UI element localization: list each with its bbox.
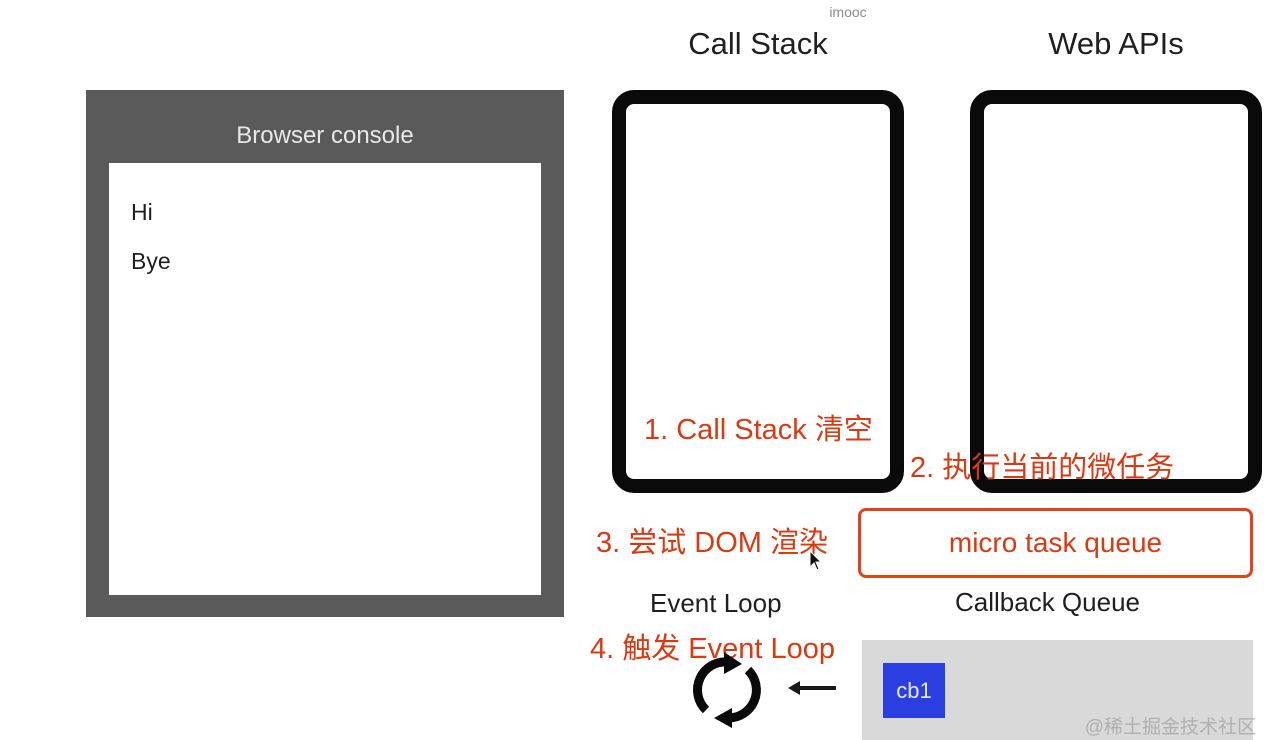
callback-queue-item: cb1 bbox=[883, 663, 945, 718]
watermark-top: imooc bbox=[829, 4, 867, 20]
console-line: Hi bbox=[131, 199, 153, 225]
step-4-text: 4. 触发 Event Loop bbox=[590, 633, 836, 665]
micro-task-queue-label: micro task queue bbox=[948, 527, 1163, 558]
browser-console-output: Hi Bye bbox=[109, 163, 541, 595]
web-apis-box bbox=[970, 90, 1262, 493]
event-loop-label: Event Loop bbox=[650, 588, 782, 618]
watermark-bottom: @稀土掘金技术社区 bbox=[1084, 717, 1256, 738]
cursor-icon bbox=[809, 550, 823, 571]
web-apis-title: Web APIs bbox=[1048, 26, 1184, 61]
call-stack-box bbox=[612, 90, 904, 493]
call-stack-title: Call Stack bbox=[688, 26, 828, 61]
arrow-left-icon bbox=[788, 681, 836, 695]
console-line: Bye bbox=[131, 248, 171, 274]
step-2-text: 2. 执行当前的微任务 bbox=[910, 452, 1175, 484]
callback-queue-label: Callback Queue bbox=[955, 587, 1140, 617]
event-loop-icon bbox=[692, 652, 761, 728]
micro-task-queue-box: micro task queue bbox=[858, 508, 1253, 578]
step-1-text: 1. Call Stack 清空 bbox=[644, 414, 873, 446]
browser-console-title: Browser console bbox=[236, 122, 414, 149]
step-3-text: 3. 尝试 DOM 渲染 bbox=[596, 527, 829, 559]
